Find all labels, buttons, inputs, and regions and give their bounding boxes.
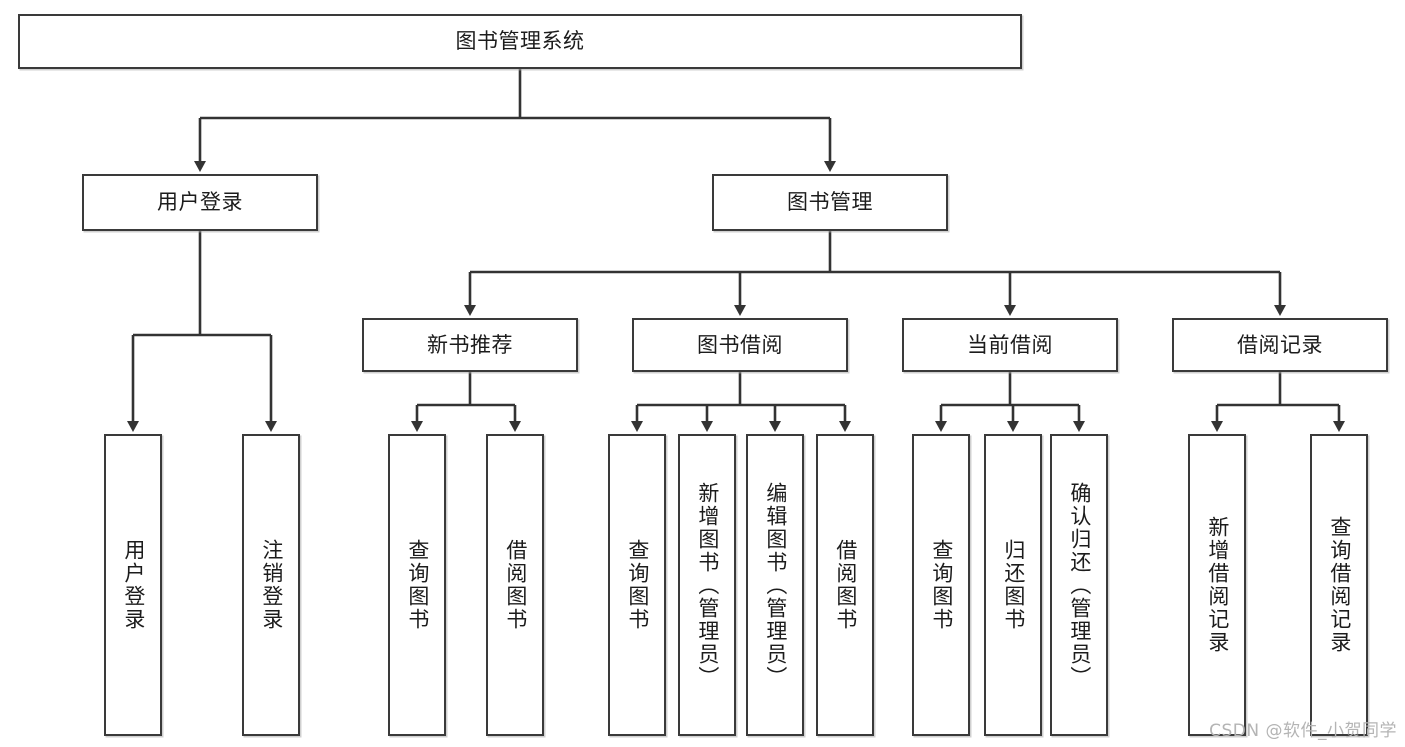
leaf-label: 归还图书 bbox=[1001, 539, 1026, 631]
level2-label: 图书借阅 bbox=[697, 332, 783, 357]
leaf-node[interactable]: 编辑图书（管理员） bbox=[746, 434, 804, 736]
leaf-node[interactable]: 借阅图书 bbox=[486, 434, 544, 736]
level2-label: 借阅记录 bbox=[1237, 332, 1323, 357]
leaf-node[interactable]: 借阅图书 bbox=[816, 434, 874, 736]
level1-label: 用户登录 bbox=[157, 190, 243, 215]
level1-node[interactable]: 图书管理 bbox=[712, 174, 948, 231]
level1-node[interactable]: 用户登录 bbox=[82, 174, 318, 231]
leaf-label: 新增图书（管理员） bbox=[695, 481, 720, 689]
leaf-node[interactable]: 查询借阅记录 bbox=[1310, 434, 1368, 736]
leaf-label: 借阅图书 bbox=[833, 539, 858, 631]
level2-node[interactable]: 借阅记录 bbox=[1172, 318, 1388, 372]
leaf-label: 确认归还（管理员） bbox=[1067, 481, 1092, 689]
leaf-node[interactable]: 归还图书 bbox=[984, 434, 1042, 736]
leaf-label: 借阅图书 bbox=[503, 539, 528, 631]
leaf-node[interactable]: 查询图书 bbox=[912, 434, 970, 736]
level2-label: 新书推荐 bbox=[427, 332, 513, 357]
leaf-label: 编辑图书（管理员） bbox=[763, 481, 788, 689]
leaf-node[interactable]: 新增借阅记录 bbox=[1188, 434, 1246, 736]
level2-node[interactable]: 当前借阅 bbox=[902, 318, 1118, 372]
leaf-label: 新增借阅记录 bbox=[1205, 516, 1230, 654]
level1-label: 图书管理 bbox=[787, 190, 873, 215]
leaf-label: 查询图书 bbox=[625, 539, 650, 631]
leaf-node[interactable]: 查询图书 bbox=[608, 434, 666, 736]
leaf-label: 查询图书 bbox=[405, 539, 430, 631]
root-label: 图书管理系统 bbox=[455, 29, 585, 54]
level2-label: 当前借阅 bbox=[967, 332, 1053, 357]
leaf-label: 查询图书 bbox=[929, 539, 954, 631]
root-node[interactable]: 图书管理系统 bbox=[18, 14, 1022, 69]
leaf-label: 用户登录 bbox=[121, 539, 146, 631]
leaf-node[interactable]: 注销登录 bbox=[242, 434, 300, 736]
leaf-node[interactable]: 确认归还（管理员） bbox=[1050, 434, 1108, 736]
leaf-label: 注销登录 bbox=[259, 539, 284, 631]
level2-node[interactable]: 图书借阅 bbox=[632, 318, 848, 372]
leaf-label: 查询借阅记录 bbox=[1327, 516, 1352, 654]
leaf-node[interactable]: 用户登录 bbox=[104, 434, 162, 736]
watermark-text: CSDN @软件_小贺同学 bbox=[1209, 721, 1397, 741]
leaf-node[interactable]: 新增图书（管理员） bbox=[678, 434, 736, 736]
level2-node[interactable]: 新书推荐 bbox=[362, 318, 578, 372]
leaf-node[interactable]: 查询图书 bbox=[388, 434, 446, 736]
